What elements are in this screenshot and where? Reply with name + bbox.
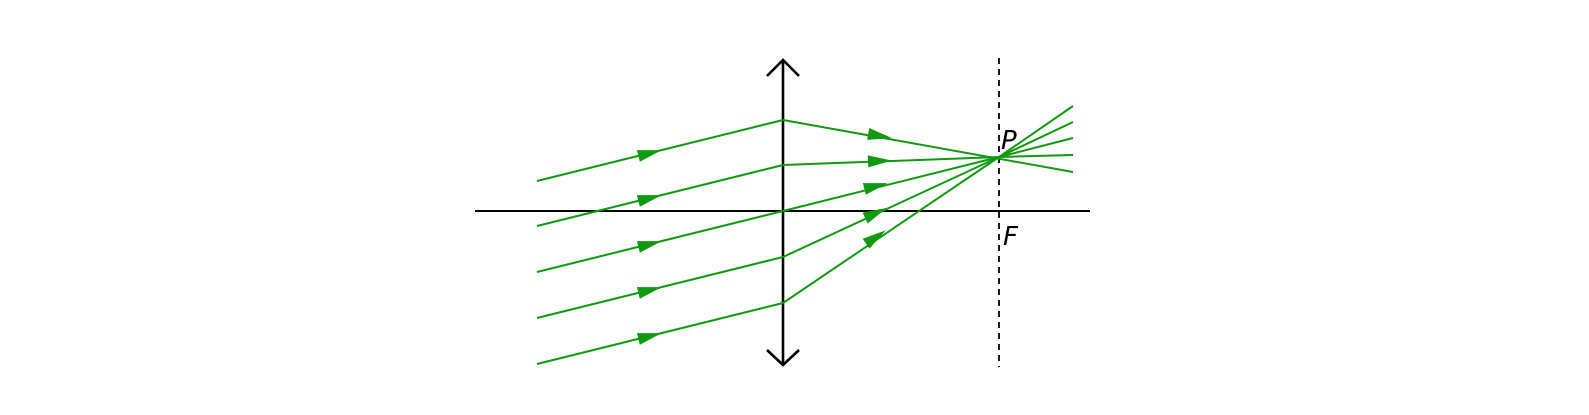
arrow-ray-3-refracted [862, 183, 888, 195]
ray-2-continued [998, 154, 1074, 158]
ray-5-refracted [782, 156, 1000, 304]
ray-2 [536, 154, 1074, 227]
light-rays [536, 105, 1074, 365]
lens-top-arrowhead [766, 58, 800, 77]
label-point-p: P [1001, 126, 1017, 156]
ray-3-continued [998, 137, 1074, 158]
arrow-ray-1-refracted [867, 128, 892, 140]
converging-lens [766, 58, 800, 367]
ray-5-continued [998, 105, 1074, 158]
arrow-ray-4-incident [636, 287, 662, 299]
ray-1-refracted [782, 119, 1074, 173]
ray-5 [536, 105, 1074, 365]
arrow-ray-2-refracted [867, 155, 892, 168]
arrow-ray-3-incident [636, 241, 662, 253]
ray-4-continued [998, 121, 1074, 158]
arrow-ray-5-refracted [862, 230, 886, 249]
ray-3-refracted [782, 156, 1000, 212]
ray-4-refracted [782, 156, 1000, 258]
ray-3 [536, 137, 1074, 273]
ray-1 [536, 119, 1074, 182]
ray-2-refracted [782, 156, 1000, 166]
arrow-ray-5-incident [636, 333, 662, 345]
ray-arrowheads [636, 128, 892, 345]
arrow-ray-2-incident [636, 195, 662, 207]
lens-bottom-arrowhead [766, 349, 800, 367]
arrow-ray-1-incident [636, 150, 662, 162]
arrow-ray-4-refracted [862, 207, 887, 224]
label-focus-f: F [1003, 222, 1019, 252]
